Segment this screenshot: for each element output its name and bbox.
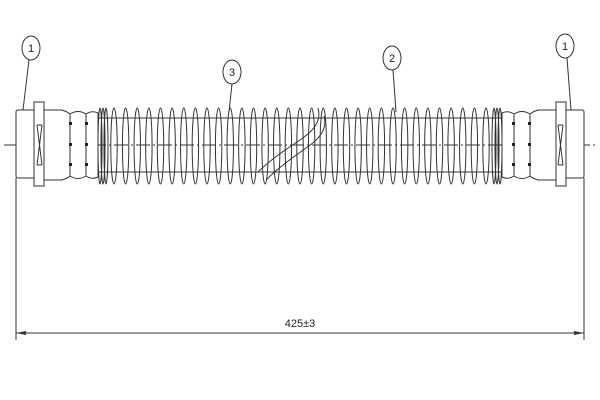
spring-coil [435,107,444,185]
spring-coil [226,107,234,185]
spring-coil [203,107,211,185]
spring-coil [366,107,374,185]
balloon-fitting-left: 1 [21,35,41,111]
spring-coil [180,107,188,185]
spring-coil [319,107,327,185]
break-line [257,107,326,181]
balloon-hose: 2 [382,45,402,113]
spring-coil [145,107,153,185]
spring-coil [424,107,432,185]
spring-coil [331,107,339,185]
spring-coil [494,107,500,185]
spring-coil [273,107,281,185]
spring-coil [354,107,362,185]
spring-coil [482,107,490,185]
svg-text:1: 1 [562,41,568,53]
spring-coil [342,107,351,185]
fitting-right [501,101,585,187]
svg-text:1: 1 [28,43,34,55]
balloon-fitting-right: 1 [555,33,575,111]
spring-coil [156,107,165,185]
spring-coil [249,107,258,185]
balloon-spring: 3 [222,59,242,113]
spring-coil [103,107,109,185]
spring-coil [261,107,269,185]
spring-coil [447,107,455,185]
spring-coil [133,107,141,185]
spring-coil [238,107,246,185]
dimension-line [16,331,584,335]
dimension-length-label: 425±3 [285,318,316,330]
spring-coil [214,107,223,185]
svg-text:2: 2 [389,53,395,65]
spring-coil [168,107,176,185]
spring-coil [470,107,479,185]
fitting-left [15,101,99,187]
svg-text:3: 3 [229,67,235,79]
spring-coil [377,107,386,185]
spring-coil [191,107,200,185]
spring-coil [389,107,397,185]
spring-coil [100,107,106,185]
spring-coil [296,107,304,185]
spring-coil [459,107,467,185]
spring-coil [412,107,420,185]
spring-coil [121,107,130,185]
spring-coil [400,107,409,185]
spring-guard [97,107,503,185]
spring-coil [110,107,118,185]
spring-coil [491,107,497,185]
